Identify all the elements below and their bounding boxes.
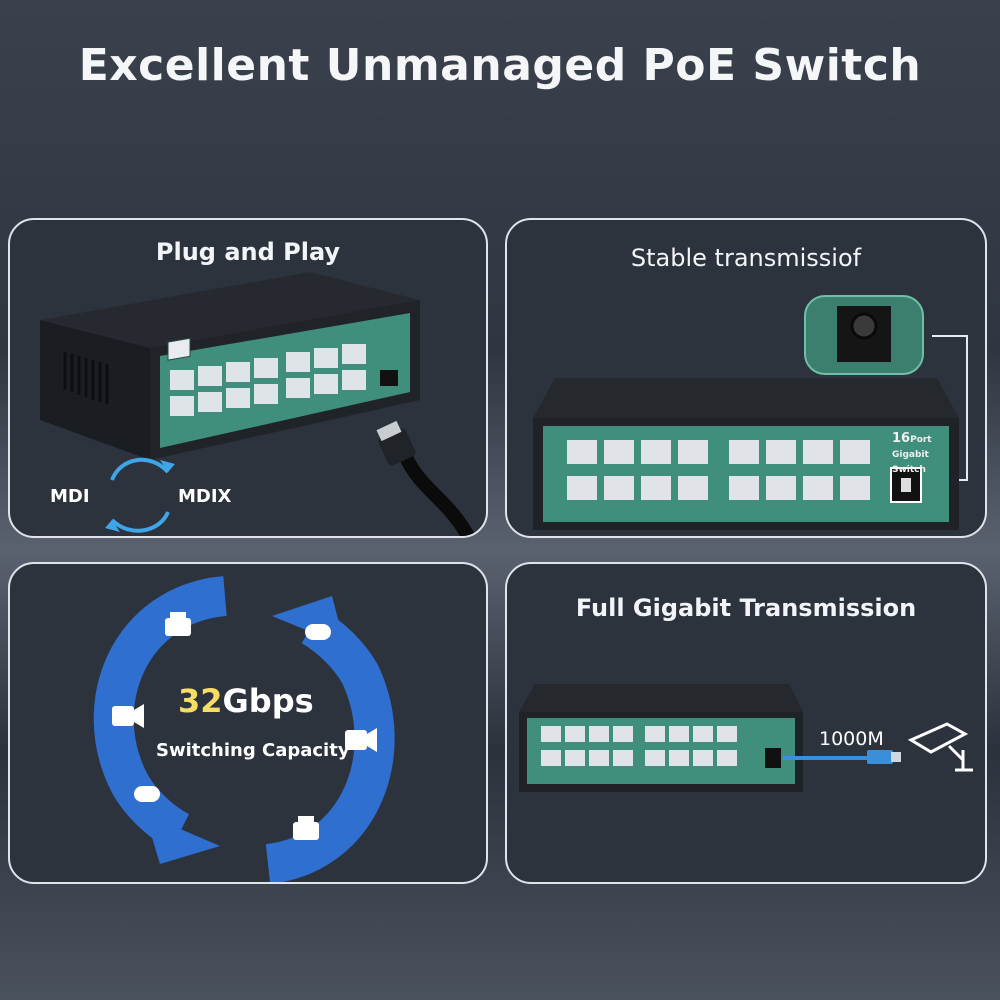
gigabit-transmission-panel: Full Gigabit Transmission 1000M [505,562,987,884]
speed-label: 1000M [819,728,884,750]
capacity-value: 32Gbps [178,682,314,720]
port-count-label: 16Port Gigabit Switch [892,431,932,475]
mdi-label: MDI [50,486,90,507]
plug-and-play-title: Plug and Play [155,238,341,266]
page-title: Excellent Unmanaged PoE Switch [78,40,922,91]
gigabit-switch-illustration [519,684,973,792]
switch-illustration-angled [40,272,476,536]
switching-capacity-panel: 32Gbps Switching Capacity [8,562,488,884]
mdix-label: MDIX [178,486,232,507]
capacity-caption: Switching Capacity [156,740,350,761]
plug-and-play-panel: Plug and Play [8,218,488,538]
gigabit-transmission-title: Full Gigabit Transmission [575,594,917,622]
switch-illustration-front [533,295,968,530]
capacity-ring-illustration [93,576,395,882]
stable-transmission-panel: Stable transmissiof 16Port Gigabit Switc… [505,218,987,538]
stable-transmission-title: Stable transmissiof [630,244,862,272]
